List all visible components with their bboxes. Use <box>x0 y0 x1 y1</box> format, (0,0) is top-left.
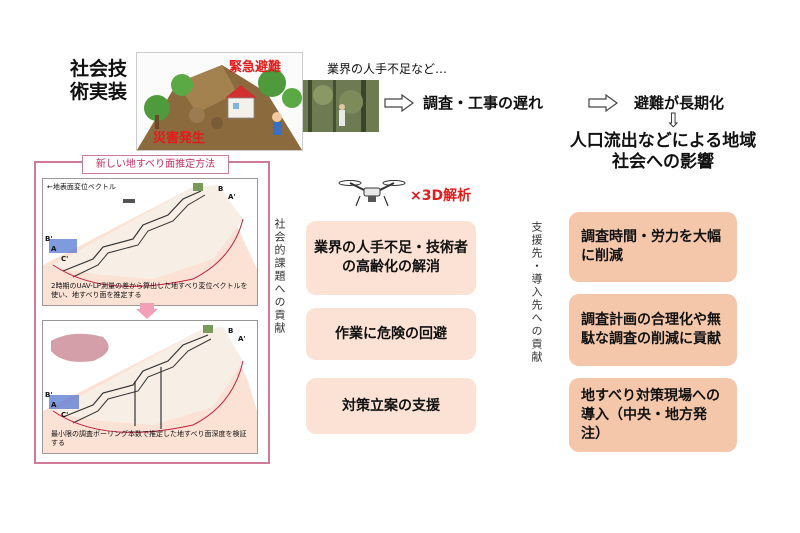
contribution-danger-avoidance: 作業に危険の回避 <box>306 308 476 360</box>
benefit-plan-rationalization: 調査計画の合理化や無駄な調査の削減に貢献 <box>569 294 737 366</box>
method-panel-upper: ←地表面変位ベクトル B A' B' A C' 2時期のUAV-LP測量の差から… <box>42 178 258 306</box>
slope-cross-section-upper <box>43 183 257 305</box>
benefit-site-deployment: 地すべり対策現場への導入（中央・地方発注） <box>569 378 737 452</box>
method-caption-1: 2時期のUAV-LP測量の差から算出した地すべり変位ベクトルを使い、地すべり面を… <box>51 282 248 299</box>
method-box-title: 新しい地すべり面推定方法 <box>82 155 229 174</box>
disaster-illustration: 緊急避難 災害発生 <box>136 52 303 151</box>
drone-icon <box>338 180 406 207</box>
social-contribution-vertical-label: 社会的課題への貢献 <box>273 218 286 335</box>
point-label-c-prime-lower: C' <box>61 411 69 419</box>
point-label-b-prime: B' <box>45 235 53 243</box>
point-label-a: A <box>51 245 57 253</box>
title-line-1: 社会技 <box>70 58 128 80</box>
community-impact-text: 人口流出などによる地域社会への影響 <box>569 131 757 172</box>
title-line-2: 術実装 <box>70 81 128 103</box>
arrow-down-icon: ⇩ <box>665 108 682 132</box>
method-caption-2: 最小限の調査ボーリング本数で推定した地すべり面深度を検証する <box>51 430 247 447</box>
arrow-right-icon <box>384 94 414 112</box>
title-social-implementation: 社会技 術実装 <box>70 58 127 104</box>
labor-shortage-caption: 業界の人手不足など… <box>327 62 448 76</box>
landslide-illustration-graphic <box>137 65 302 150</box>
emergency-evacuation-label: 緊急避難 <box>229 60 282 75</box>
survey-delay-text: 調査・工事の遅れ <box>423 94 544 112</box>
contribution-planning-support: 対策立案の支援 <box>306 378 476 434</box>
benefit-time-reduction: 調査時間・労力を大幅に削減 <box>569 212 737 282</box>
arrow-right-icon <box>588 94 618 112</box>
site-photo <box>303 80 379 132</box>
forest-photo-graphic <box>303 80 379 132</box>
point-label-a-prime-lower: A' <box>238 335 246 343</box>
slope-cross-section-lower <box>43 325 257 453</box>
contribution-labor-shortage: 業界の人手不足・技術者の高齢化の解消 <box>306 221 476 295</box>
surface-vector-legend: ←地表面変位ベクトル <box>47 183 116 191</box>
point-label-b-lower: B <box>228 327 234 335</box>
point-label-b: B <box>218 185 224 193</box>
point-label-c-prime: C' <box>61 255 69 263</box>
drone-3d-analysis-label: ×3D解析 <box>410 188 472 204</box>
support-contribution-vertical-label: 支援先・導入先への貢献 <box>530 221 543 364</box>
point-label-b-prime-lower: B' <box>45 391 53 399</box>
arrow-down-icon <box>136 303 158 319</box>
disaster-occurrence-label: 災害発生 <box>153 131 206 146</box>
method-panel-lower: B A' B' A C' 最小限の調査ボーリング本数で推定した地すべり面深度を検… <box>42 320 258 454</box>
point-label-a-lower: A <box>51 401 57 409</box>
point-label-a-prime: A' <box>228 193 236 201</box>
prolonged-evacuation-text: 避難が長期化 <box>634 94 725 112</box>
